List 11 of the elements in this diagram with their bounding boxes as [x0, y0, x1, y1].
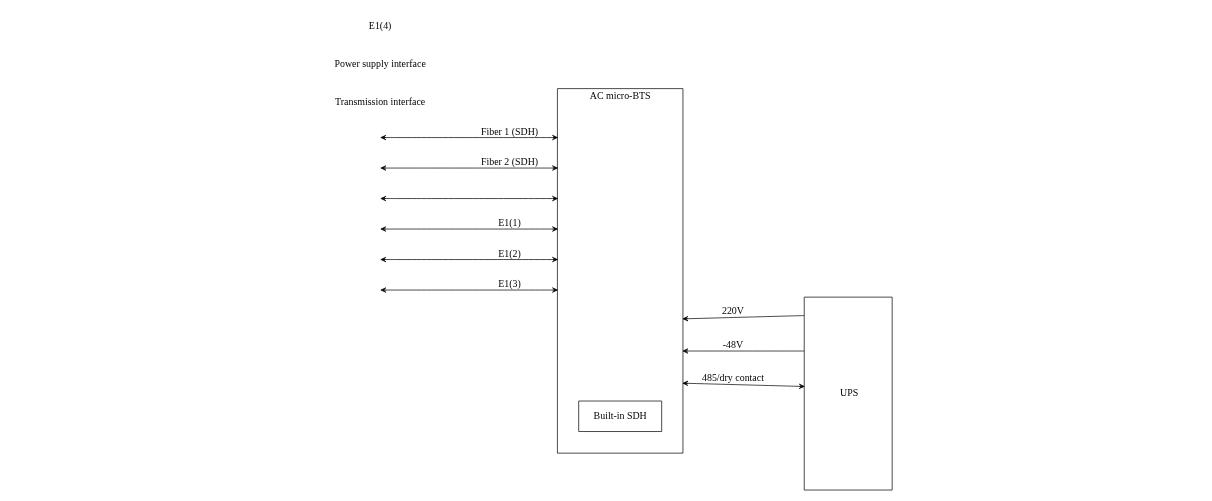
edge-label: E1(2) [498, 247, 521, 259]
edge-label: Fiber 2 (SDH) [480, 156, 539, 168]
edge-label: 220V [721, 304, 744, 316]
label: E1(4) [368, 19, 392, 31]
label: Power supply interface [334, 58, 426, 70]
edge-label: E1(1) [498, 217, 521, 229]
edge-label: Fiber 1 (SDH) [480, 125, 539, 137]
edge-label: -48V [722, 339, 744, 351]
label: Transmission interface [335, 96, 426, 108]
edge-label: 485/dry contact [701, 371, 764, 383]
edge-label: E1(3) [498, 278, 521, 290]
